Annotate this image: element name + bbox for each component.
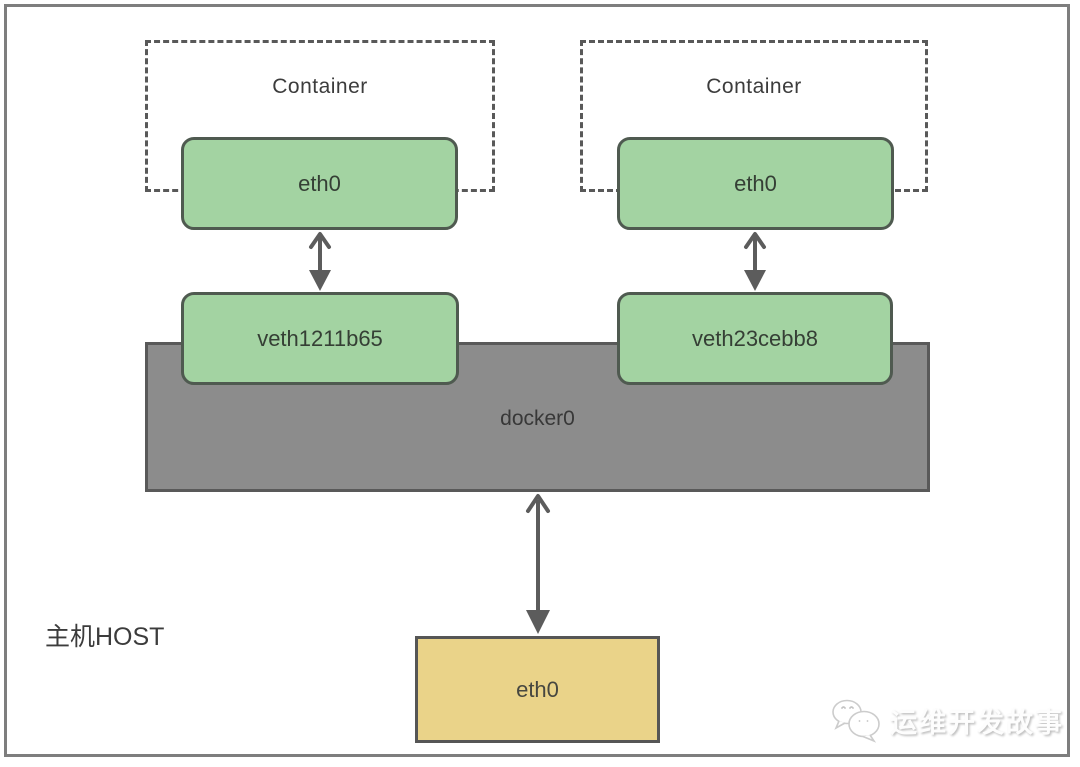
container-2-eth0-box: eth0: [617, 137, 894, 230]
host-label: 主机HOST: [45, 623, 165, 651]
veth2-box: veth23cebb8: [617, 292, 893, 385]
container-1-eth0-box: eth0: [181, 137, 458, 230]
container-1-label: Container: [272, 75, 368, 98]
container-2-label: Container: [706, 75, 802, 98]
docker0-label: docker0: [500, 407, 575, 430]
host-eth0-box: eth0: [415, 636, 660, 743]
watermark: 运维开发故事: [830, 694, 1064, 746]
veth1-box: veth1211b65: [181, 292, 459, 385]
wechat-chat-bubbles-icon: [832, 699, 880, 743]
watermark-text: 运维开发故事: [890, 707, 1064, 738]
